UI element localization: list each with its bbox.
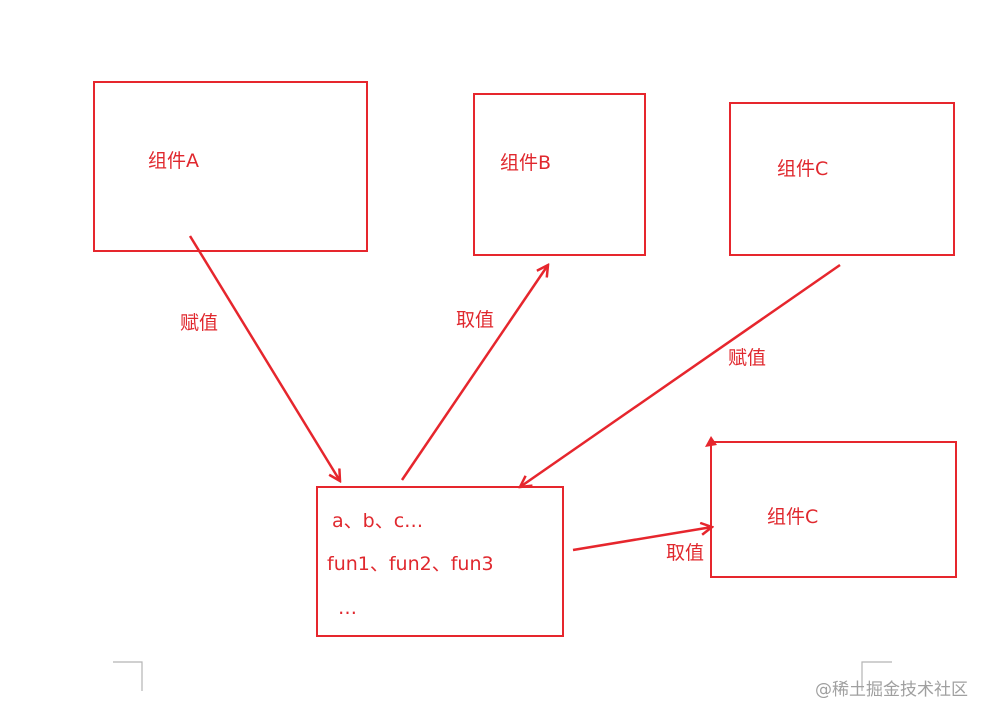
component-c-bottom: 组件C [710, 441, 957, 578]
shared-store: a、b、c… fun1、fun2、fun3 … [316, 486, 564, 637]
component-a: 组件A [93, 81, 368, 252]
watermark: @稀土掘金技术社区 [815, 680, 968, 700]
arrow-store-to-c-line [572, 527, 712, 552]
component-a-label: 组件A [148, 150, 199, 172]
arrow-a-to-store: 赋值 [180, 235, 340, 481]
arrow-store-to-b: 取值 [400, 265, 548, 481]
store-line-more: … [338, 597, 357, 619]
component-a-box [93, 81, 368, 252]
component-b-label: 组件B [500, 152, 551, 174]
component-c-top-box [729, 102, 955, 256]
arrow-c-to-store-label: 赋值 [728, 347, 766, 369]
arrow-c-to-store-line [520, 263, 841, 487]
shared-store-box [316, 486, 564, 637]
arrow-store-to-b-line [400, 265, 548, 481]
crop-mark-right [861, 661, 892, 691]
component-c-bottom-label: 组件C [767, 506, 818, 528]
component-c-top-label: 组件C [777, 158, 828, 180]
arrow-a-to-store-label: 赋值 [180, 312, 218, 334]
arrow-a-to-store-line [188, 235, 340, 481]
component-c-bottom-box [710, 441, 957, 578]
store-line-functions: fun1、fun2、fun3 [327, 553, 494, 575]
arrow-store-to-c-label: 取值 [666, 542, 704, 564]
component-c-top: 组件C [729, 102, 955, 256]
store-line-variables: a、b、c… [332, 510, 423, 532]
crop-mark-left [113, 661, 143, 691]
arrow-store-to-b-label: 取值 [456, 309, 494, 331]
component-b-box [473, 93, 646, 256]
arrow-c-to-store: 赋值 [520, 263, 841, 487]
stray-arrowhead-icon [705, 436, 717, 447]
component-b: 组件B [473, 93, 646, 256]
arrow-store-to-c: 取值 [572, 527, 712, 564]
